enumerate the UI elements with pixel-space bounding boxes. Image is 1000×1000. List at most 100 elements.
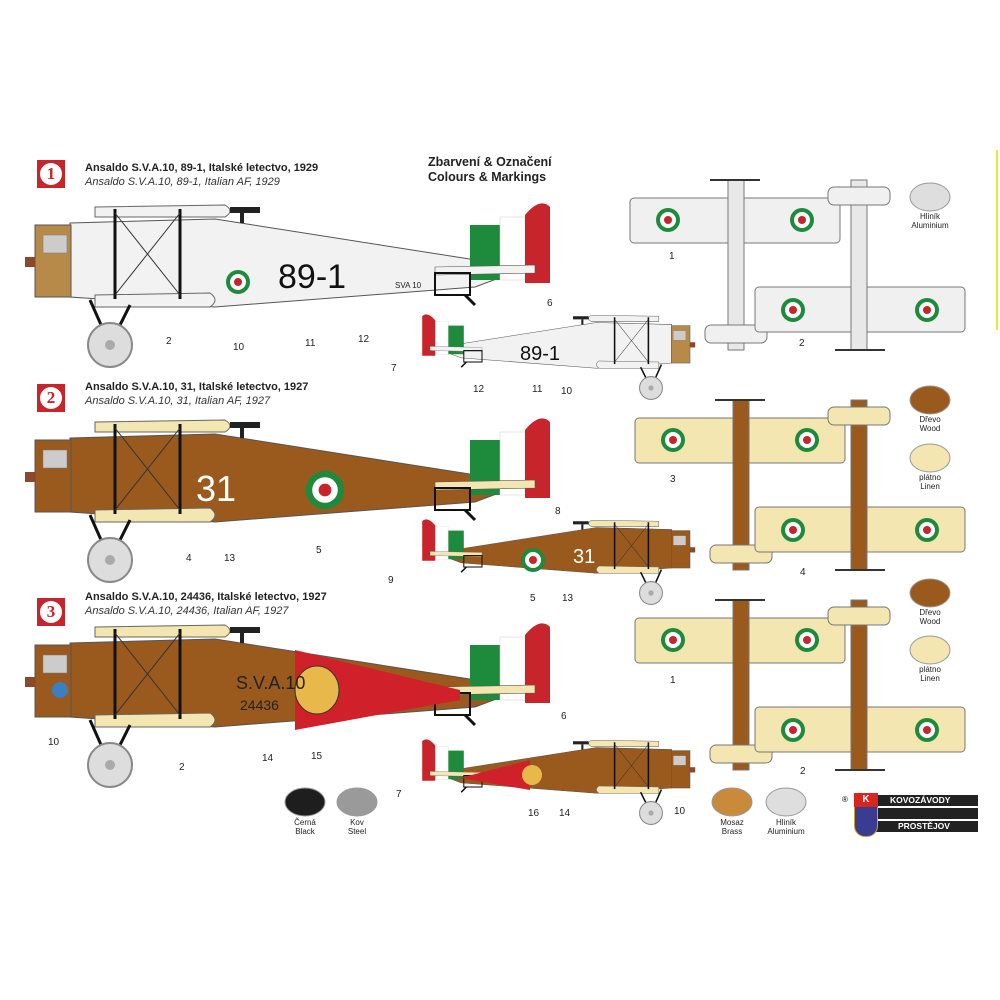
swatch-steel [336, 787, 378, 817]
swatch-brass [711, 787, 753, 817]
label-cz: Dřevo [919, 415, 941, 424]
swatch-aluminium [909, 182, 951, 212]
callout: 6 [561, 711, 567, 722]
kovozavody-logo: ® KOVOZÁVODY PROSTĚJOV K [840, 793, 990, 837]
callout: 13 [224, 553, 236, 564]
callout: 1 [669, 251, 675, 262]
scheme2-small-side-view [421, 518, 696, 606]
callout: 14 [559, 808, 571, 819]
colour-swatches [284, 182, 951, 817]
scheme1-title-en: Ansaldo S.V.A.10, 89-1, Italian AF, 1929 [85, 176, 280, 188]
callout: 5 [316, 545, 322, 556]
badge-number: 1 [40, 163, 62, 185]
scheme2-title-en: Ansaldo S.V.A.10, 31, Italian AF, 1927 [85, 395, 271, 407]
scheme3-code: S.V.A.10 [236, 673, 306, 693]
callout: 10 [48, 737, 60, 748]
colours-heading: Zbarvení & Označení Colours & Markings [428, 155, 552, 185]
callout: 10 [233, 342, 245, 353]
label-en: Wood [919, 617, 941, 626]
callout: 16 [528, 808, 540, 819]
callout: 9 [388, 575, 394, 586]
label-en: Black [295, 827, 315, 836]
callout: 4 [186, 553, 192, 564]
callout: 1 [670, 675, 676, 686]
callout: 10 [561, 386, 573, 397]
callout: 2 [166, 336, 172, 347]
scheme1-title-cz: Ansaldo S.V.A.10, 89-1, Italské letectvo… [85, 162, 319, 174]
scheme1-serial: SVA 10 [395, 281, 422, 290]
callout: 8 [555, 506, 561, 517]
callout: 6 [547, 298, 553, 309]
logo-line1: KOVOZÁVODY [870, 795, 978, 806]
badge-number: 2 [40, 387, 62, 409]
scheme1-small-code: 89-1 [520, 343, 561, 365]
scheme-badge-3: 3 [37, 598, 65, 626]
label-cz: Mosaz [720, 818, 744, 827]
label-cz: Hliník [775, 818, 796, 827]
callout: 11 [532, 384, 543, 395]
badge-number: 3 [40, 601, 62, 623]
scheme2-code: 31 [196, 468, 237, 509]
callout: 3 [670, 474, 676, 485]
callout: 10 [674, 806, 686, 817]
label-cz: Dřevo [919, 608, 941, 617]
scheme2-small-code: 31 [573, 546, 596, 568]
callout: 11 [305, 338, 316, 349]
heading-cz: Zbarvení & Označení [428, 155, 552, 169]
scheme-badge-1: 1 [37, 160, 65, 188]
scheme1-code: 89-1 [278, 258, 347, 296]
label-en: Steel [347, 827, 367, 836]
callout: 2 [179, 762, 185, 773]
label-cz: plátno [919, 665, 941, 674]
callout: 2 [799, 338, 805, 349]
scheme2-title-cz: Ansaldo S.V.A.10, 31, Italské letectvo, … [85, 381, 309, 393]
callout: 12 [473, 384, 485, 395]
label-en: Wood [919, 424, 941, 433]
nose-emblem [52, 682, 68, 698]
red-fuselage-band [295, 650, 460, 730]
swatch-wood [909, 385, 951, 415]
swatch-aluminium [765, 787, 807, 817]
callout: 12 [358, 334, 370, 345]
callout: 2 [800, 766, 806, 777]
swatch-wood [909, 578, 951, 608]
scheme3-serial: 24436 [240, 697, 279, 713]
callout: 14 [262, 753, 274, 764]
swatch-linen [909, 443, 951, 473]
heading-en: Colours & Markings [428, 170, 547, 184]
logo-mark: K [854, 793, 878, 807]
swatch-black [284, 787, 326, 817]
callout: 7 [396, 789, 402, 800]
label-cz: Černá [294, 818, 316, 827]
label-en: Linen [920, 482, 940, 491]
label-cz: plátno [919, 473, 941, 482]
scheme3-title-cz: Ansaldo S.V.A.10, 24436, Italské letectv… [85, 591, 327, 603]
logo-bar [870, 808, 978, 819]
scheme3-title-en: Ansaldo S.V.A.10, 24436, Italian AF, 192… [85, 605, 289, 617]
label-cz: Kov [350, 818, 364, 827]
scheme3-side-view [23, 621, 552, 789]
label-en: Brass [721, 827, 743, 836]
registered-mark: ® [842, 795, 848, 804]
callout: 5 [530, 593, 536, 604]
label-en: Aluminium [911, 221, 949, 230]
squadron-emblem [294, 665, 340, 715]
label-en: Linen [920, 674, 940, 683]
scheme3-small-side-view [421, 738, 696, 826]
logo-line2: PROSTĚJOV [870, 821, 978, 832]
callout: 13 [562, 593, 574, 604]
label-cz: Hliník [919, 212, 940, 221]
swatch-linen [909, 635, 951, 665]
callout: 15 [311, 751, 323, 762]
label-en: Aluminium [767, 827, 805, 836]
